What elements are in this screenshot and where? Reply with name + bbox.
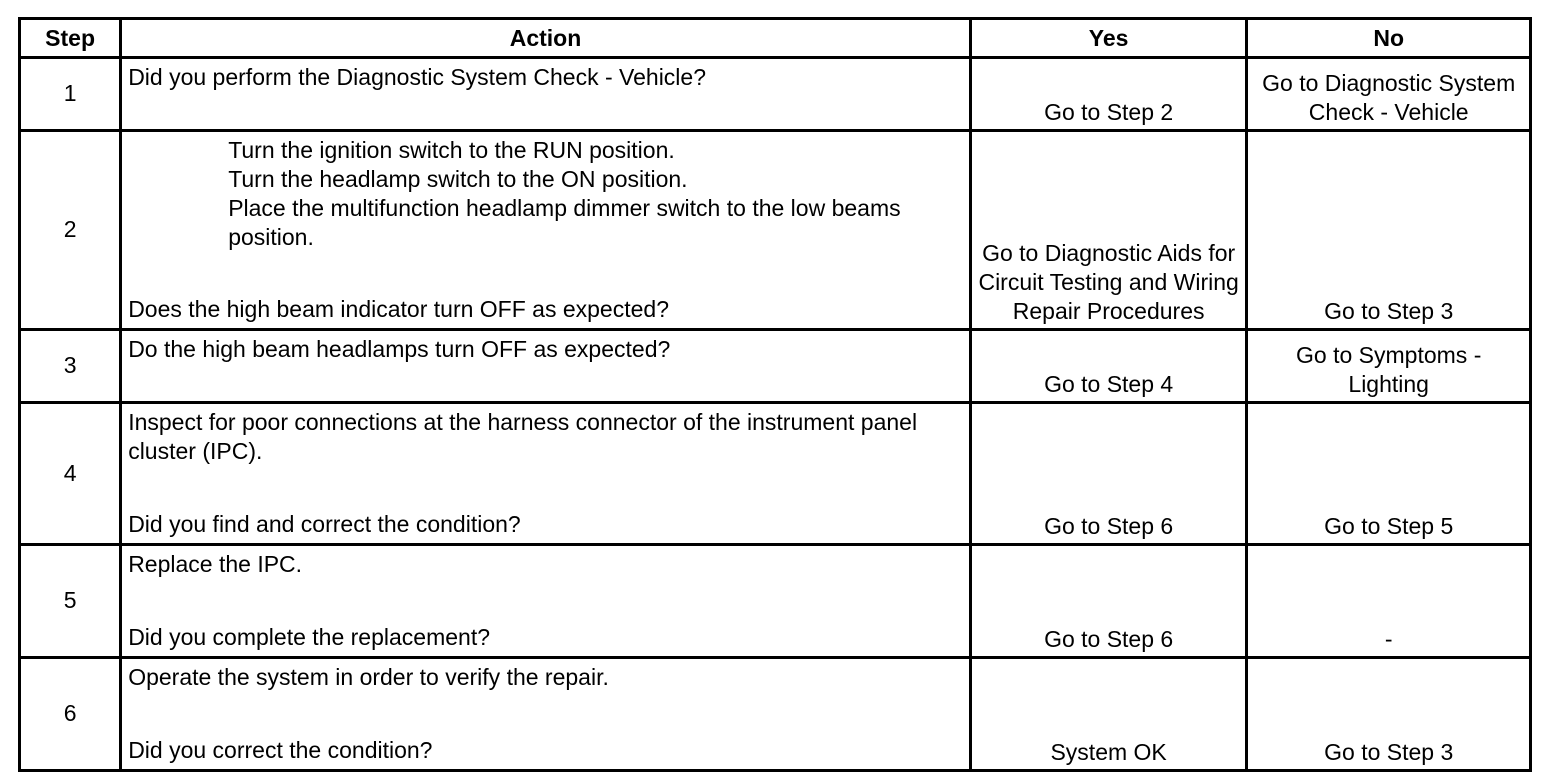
step-number: 5	[17, 543, 123, 659]
step-number: 6	[17, 656, 123, 772]
table-row: 2 Turn the ignition switch to the RUN po…	[17, 129, 1532, 331]
action-question: Did you perform the Diagnostic System Ch…	[128, 64, 706, 90]
action-cell: Did you perform the Diagnostic System Ch…	[119, 56, 972, 132]
action-question: Did you find and correct the condition?	[128, 511, 521, 537]
no-result: Go to Symptoms - Lighting	[1245, 328, 1532, 404]
action-cell: Inspect for poor connections at the harn…	[119, 401, 972, 546]
action-steps-list: Turn the ignition switch to the RUN posi…	[128, 136, 963, 252]
no-result: Go to Step 3	[1245, 129, 1532, 331]
step-number: 1	[17, 56, 123, 132]
table-row: 1 Did you perform the Diagnostic System …	[17, 56, 1532, 132]
header-no: No	[1245, 17, 1532, 59]
table-row: 3 Do the high beam headlamps turn OFF as…	[17, 328, 1532, 404]
no-result: Go to Step 5	[1245, 401, 1532, 546]
yes-result: System OK	[968, 656, 1249, 772]
action-instruction: Replace the IPC.	[128, 551, 303, 577]
yes-result: Go to Step 6	[968, 543, 1249, 659]
action-instruction: Turn the ignition switch to the RUN posi…	[228, 137, 675, 163]
action-instruction: Place the multifunction headlamp dimmer …	[228, 195, 901, 250]
action-cell: Do the high beam headlamps turn OFF as e…	[119, 328, 972, 404]
no-result: Go to Diagnostic System Check - Vehicle	[1245, 56, 1532, 132]
header-row: Step Action Yes No	[17, 17, 1532, 59]
step-number: 4	[17, 401, 123, 546]
no-result: Go to Step 3	[1245, 656, 1532, 772]
action-question: Does the high beam indicator turn OFF as…	[128, 296, 669, 322]
action-question: Did you correct the condition?	[128, 737, 433, 763]
action-instruction: Operate the system in order to verify th…	[128, 664, 609, 690]
action-question: Did you complete the replacement?	[128, 624, 490, 650]
action-instruction: Turn the headlamp switch to the ON posit…	[228, 166, 688, 192]
header-action: Action	[119, 17, 972, 59]
action-cell: Operate the system in order to verify th…	[119, 656, 972, 772]
yes-result: Go to Step 4	[968, 328, 1249, 404]
action-instruction: Inspect for poor connections at the harn…	[128, 409, 918, 464]
diagnostic-table: Step Action Yes No 1 Did you perform the…	[17, 17, 1532, 772]
no-result: -	[1245, 543, 1532, 659]
action-question: Do the high beam headlamps turn OFF as e…	[128, 336, 671, 362]
step-number: 2	[17, 129, 123, 331]
action-cell: Replace the IPC. Did you complete the re…	[119, 543, 972, 659]
yes-result: Go to Step 2	[968, 56, 1249, 132]
header-step: Step	[17, 17, 123, 59]
yes-result: Go to Step 6	[968, 401, 1249, 546]
yes-result: Go to Diagnostic Aids for Circuit Testin…	[968, 129, 1249, 331]
table-row: 4 Inspect for poor connections at the ha…	[17, 401, 1532, 546]
step-number: 3	[17, 328, 123, 404]
table-row: 6 Operate the system in order to verify …	[17, 656, 1532, 772]
header-yes: Yes	[968, 17, 1249, 59]
table-row: 5 Replace the IPC. Did you complete the …	[17, 543, 1532, 659]
action-cell: Turn the ignition switch to the RUN posi…	[119, 129, 972, 331]
